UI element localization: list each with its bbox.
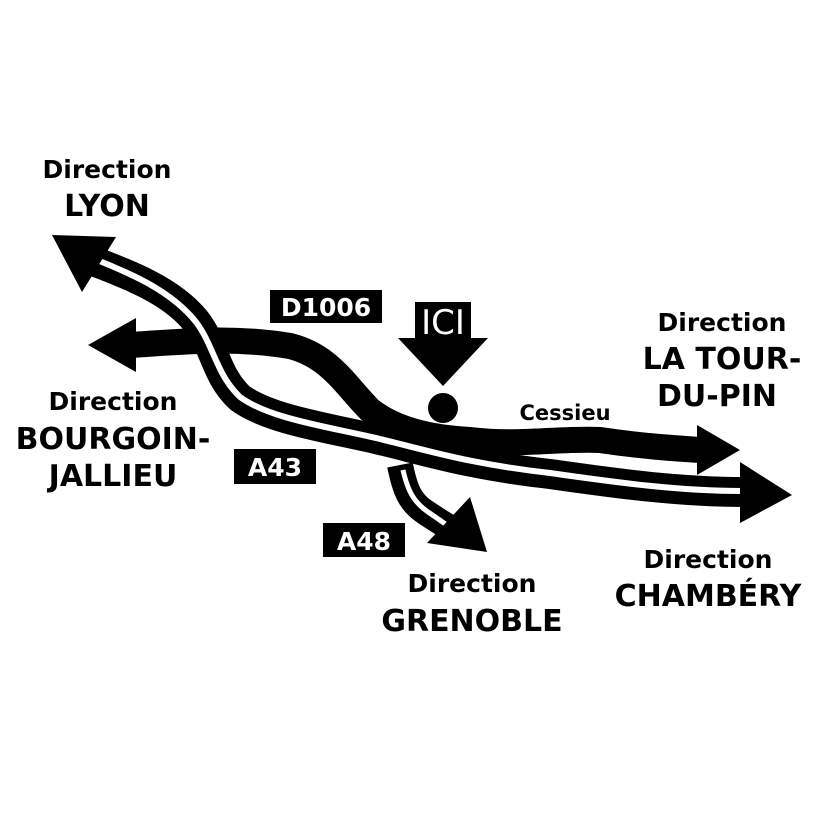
road-a48 (387, 462, 487, 552)
road-d1006 (88, 318, 740, 475)
arrow-grenoble (427, 497, 487, 552)
destination-la-tour-du-pin: Direction LA TOUR- DU-PIN (643, 308, 802, 414)
destination-grenoble: Direction GRENOBLE (381, 569, 562, 639)
label-a48: A48 (323, 523, 405, 557)
label-d1006: D1006 (270, 290, 382, 323)
svg-text:Direction: Direction (408, 569, 537, 598)
destination-chambery: Direction CHAMBÉRY (615, 545, 803, 614)
label-a43: A43 (234, 449, 316, 484)
svg-text:A48: A48 (337, 527, 391, 556)
destination-lyon: Direction LYON (43, 155, 172, 224)
svg-text:Direction: Direction (49, 387, 178, 416)
svg-text:CHAMBÉRY: CHAMBÉRY (615, 578, 803, 614)
svg-text:Direction: Direction (644, 545, 773, 574)
arrow-chambery (740, 462, 792, 523)
svg-text:DU-PIN: DU-PIN (657, 379, 777, 414)
svg-text:Direction: Direction (43, 155, 172, 184)
arrow-bourgoin (88, 318, 136, 372)
svg-text:Direction: Direction (658, 308, 787, 337)
location-dot (428, 393, 458, 423)
down-arrow-icon (398, 338, 488, 386)
svg-text:ICI: ICI (421, 303, 465, 343)
road-a43 (52, 235, 792, 523)
town-cessieu: Cessieu (519, 401, 610, 425)
svg-text:BOURGOIN-: BOURGOIN- (16, 422, 211, 457)
svg-text:LYON: LYON (64, 189, 150, 224)
svg-text:D1006: D1006 (281, 293, 371, 322)
here-marker: ICI (398, 302, 488, 423)
svg-text:GRENOBLE: GRENOBLE (381, 604, 562, 639)
svg-text:LA TOUR-: LA TOUR- (643, 342, 802, 377)
destination-bourgoin-jallieu: Direction BOURGOIN- JALLIEU (16, 387, 211, 494)
arrow-lyon (52, 235, 116, 292)
svg-text:JALLIEU: JALLIEU (47, 459, 178, 494)
svg-text:A43: A43 (248, 453, 302, 482)
arrow-la-tour-du-pin (697, 425, 740, 475)
